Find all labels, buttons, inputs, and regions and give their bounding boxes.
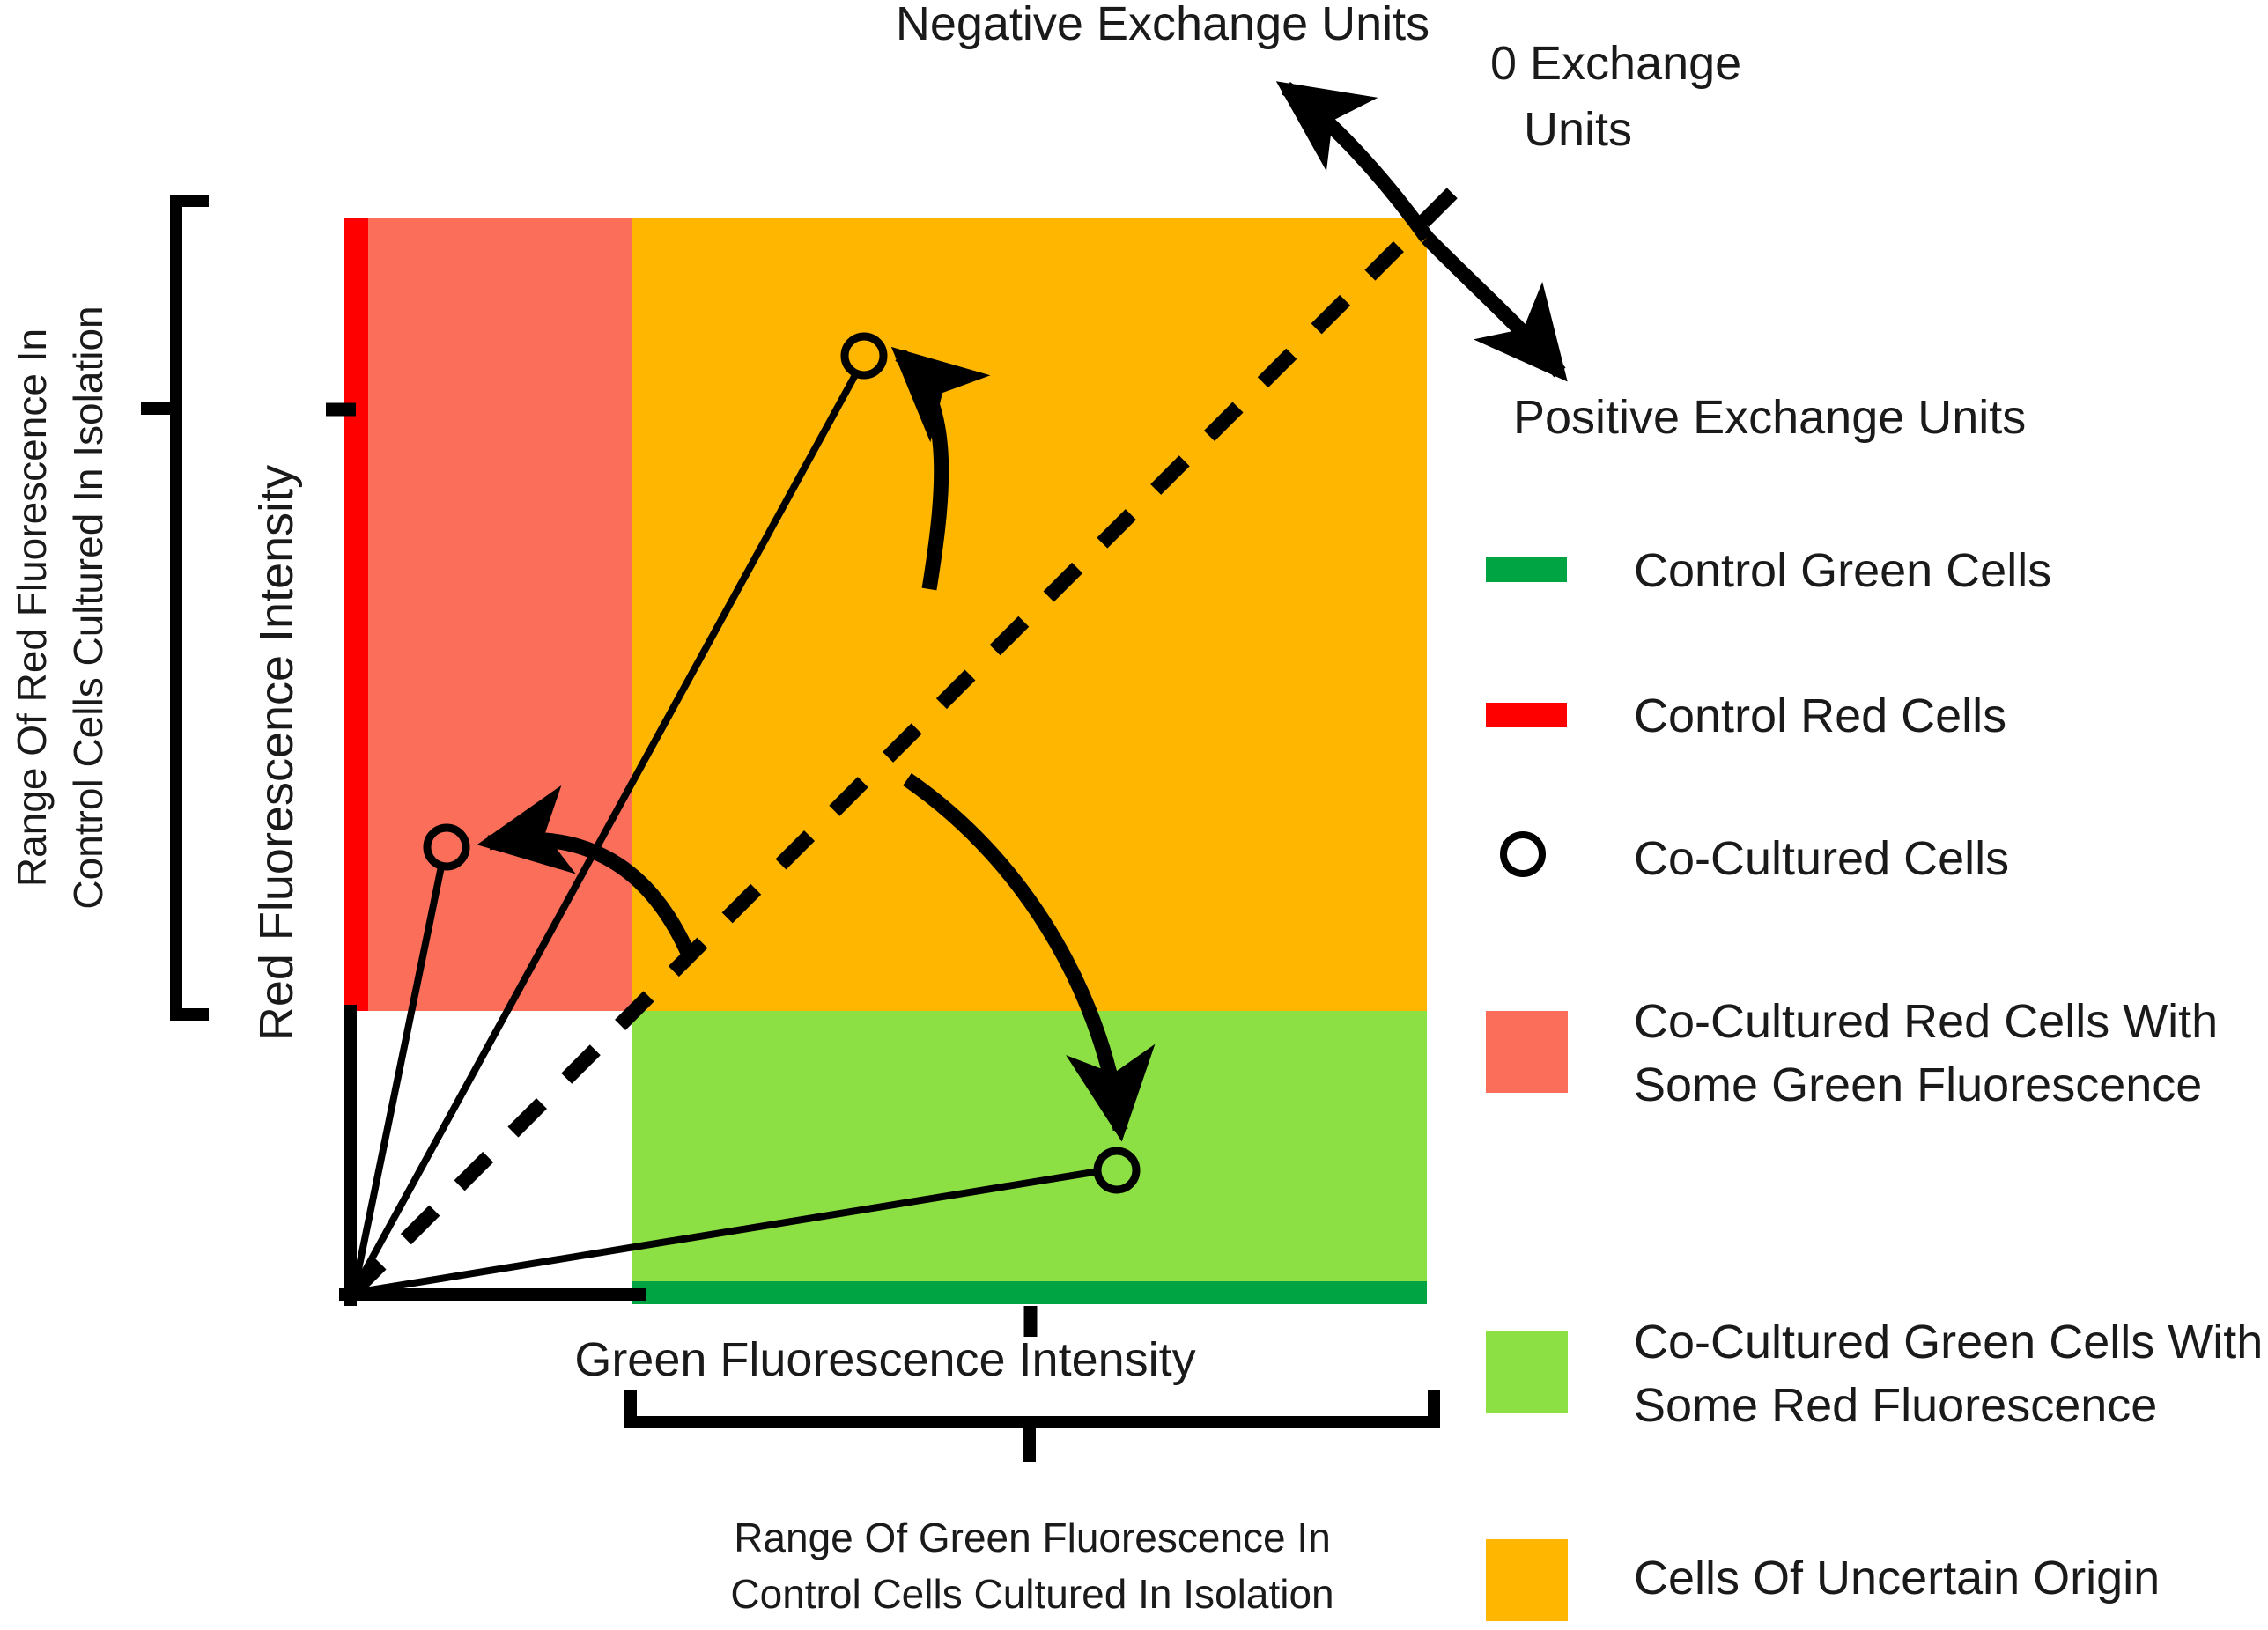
positive-exchange-units-label: Positive Exchange Units	[1513, 391, 2026, 444]
legend-item-cocultured-red-cells[interactable]: Co-Cultured Red Cells With Some Green Fl…	[1486, 995, 2218, 1111]
control-red-bar	[344, 218, 368, 1011]
origin-connector-lines	[351, 372, 1100, 1296]
x-axis-range-brace	[624, 1390, 1440, 1462]
connector-to-left-marker	[351, 866, 445, 1292]
legend-label-cocultured-green-cells-line1: Co-Cultured Green Cells With	[1634, 1316, 2263, 1368]
connector-to-bottom-marker	[353, 1168, 1100, 1296]
legend-item-cocultured-green-cells[interactable]: Co-Cultured Green Cells With Some Red Fl…	[1486, 1316, 2263, 1432]
legend-label-cocultured-green-cells-line2: Some Red Fluorescence	[1634, 1379, 2157, 1432]
x-brace-path	[624, 1390, 1440, 1428]
legend-item-cocultured-cells[interactable]: Co-Cultured Cells	[1500, 831, 2009, 885]
legend-item-uncertain-origin[interactable]: Cells Of Uncertain Origin	[1486, 1539, 2160, 1621]
y-axis-label: Red Fluorescence Intensity	[250, 465, 303, 1041]
legend-swatch-uncertain-origin	[1486, 1539, 1568, 1621]
region-cocultured-red	[351, 218, 632, 1011]
positive-direction-arrow	[1421, 232, 1568, 382]
legend-swatch-cocultured-red-cells	[1486, 1011, 1568, 1093]
x-axis-label: Green Fluorescence Intensity	[574, 1333, 1195, 1386]
legend-swatch-circle-icon	[1500, 831, 1546, 877]
y-brace-label-line1: Range Of Red Fluorescence In	[9, 328, 55, 887]
negative-direction-arrow	[1275, 81, 1433, 242]
legend-label-cocultured-red-cells-line2: Some Green Fluorescence	[1634, 1058, 2202, 1111]
y-brace-label-line2: Control Cells Cultured In Isolation	[65, 306, 111, 909]
legend-swatch-control-red-cells	[1486, 703, 1567, 727]
cocultured-cell-marker-green[interactable]	[1093, 1147, 1141, 1194]
legend-label-control-green-cells: Control Green Cells	[1634, 544, 2051, 597]
legend-swatch-control-green-cells	[1486, 557, 1567, 582]
zero-exchange-units-label-line2: Units	[1524, 103, 1632, 156]
x-brace-label-line2: Control Cells Cultured In Isolation	[730, 1571, 1333, 1617]
legend-item-control-green-cells[interactable]: Control Green Cells	[1486, 544, 2051, 597]
legend-label-uncertain-origin: Cells Of Uncertain Origin	[1634, 1552, 2160, 1604]
connector-to-top-marker	[351, 372, 860, 1293]
legend-swatch-cocultured-green-cells	[1486, 1331, 1568, 1413]
control-green-bar	[632, 1281, 1427, 1304]
exchange-direction-arrow	[1275, 81, 1568, 382]
legend-label-cocultured-red-cells-line1: Co-Cultured Red Cells With	[1634, 995, 2218, 1048]
y-axis-range-brace	[141, 195, 209, 1021]
zero-exchange-dashed-line	[346, 177, 1468, 1299]
reference-bars	[344, 218, 1427, 1304]
legend-label-cocultured-cells: Co-Cultured Cells	[1634, 832, 2009, 885]
legend-label-control-red-cells: Control Red Cells	[1634, 690, 2006, 742]
arrow-to-bottom-marker	[903, 773, 1156, 1142]
plot-regions	[351, 218, 1427, 1281]
arrow-to-left-marker	[477, 785, 698, 963]
legend-item-control-red-cells[interactable]: Control Red Cells	[1486, 690, 2006, 742]
y-brace-path	[170, 195, 209, 1021]
arrow-to-top-marker	[890, 346, 991, 591]
cocultured-cell-marker-uncertain[interactable]	[840, 332, 888, 380]
legend: Control Green Cells Control Red Cells Co…	[1486, 544, 2263, 1621]
plot-axes	[326, 402, 1038, 1337]
exchange-arrows	[477, 346, 1156, 1142]
x-brace-label-line1: Range Of Green Fluorescence In	[734, 1515, 1331, 1560]
negative-exchange-units-label: Negative Exchange Units	[896, 0, 1430, 50]
cocultured-cell-marker-red[interactable]	[423, 823, 470, 871]
region-cocultured-green	[632, 1011, 1427, 1281]
zero-exchange-units-label-line1: 0 Exchange	[1490, 37, 1741, 90]
region-uncertain-origin	[632, 218, 1427, 1011]
data-markers	[423, 332, 1141, 1194]
